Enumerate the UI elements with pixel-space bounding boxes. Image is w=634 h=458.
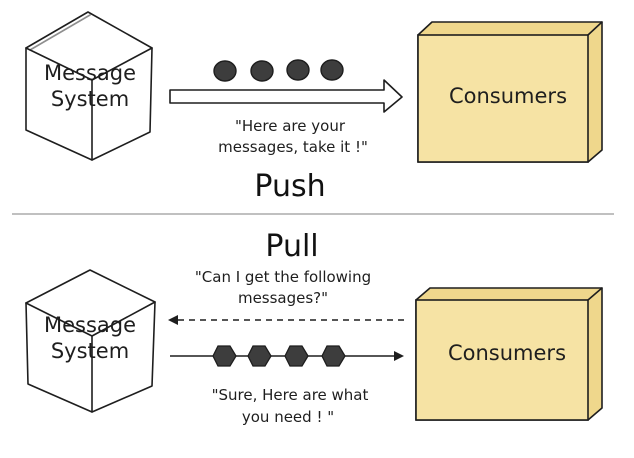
pull-source-label-line1: Message — [44, 313, 136, 337]
push-section: Message System Consumers "Here are your … — [25, 11, 603, 204]
pull-reply-arrow — [170, 351, 404, 361]
push-message-system-cube: Message System — [25, 11, 153, 161]
pull-section: Pull "Can I get the following messages?"… — [25, 229, 603, 426]
pull-source-label-line2: System — [51, 339, 129, 363]
push-quote-line2: messages, take it !" — [218, 138, 368, 156]
push-message-2 — [250, 60, 274, 82]
push-messages — [213, 59, 344, 82]
push-source-label-line2: System — [51, 87, 129, 111]
push-message-3 — [286, 59, 310, 81]
pull-messages — [212, 345, 346, 367]
push-target-label: Consumers — [449, 84, 567, 108]
pull-consumers-box: Consumers — [415, 287, 603, 421]
push-title: Push — [254, 169, 325, 204]
push-quote-line1: "Here are your — [235, 117, 346, 135]
push-message-1 — [213, 60, 237, 82]
pull-target-label: Consumers — [448, 341, 566, 365]
push-consumers-box: Consumers — [417, 21, 603, 163]
push-arrow — [169, 79, 403, 113]
push-source-label-line1: Message — [44, 61, 136, 85]
push-message-4 — [320, 59, 344, 81]
pull-request-line1: "Can I get the following — [195, 268, 371, 286]
pull-request-arrow — [168, 315, 404, 325]
pull-reply-line1: "Sure, Here are what — [212, 386, 369, 404]
pull-title: Pull — [265, 229, 318, 264]
pull-reply-line2: you need ! " — [242, 408, 334, 426]
pull-message-3 — [284, 345, 309, 367]
pull-message-2 — [247, 345, 272, 367]
pull-message-1 — [212, 345, 237, 367]
pull-request-line2: messages?" — [238, 289, 328, 307]
pull-message-4 — [321, 345, 346, 367]
pull-message-system-cube: Message System — [25, 269, 156, 413]
